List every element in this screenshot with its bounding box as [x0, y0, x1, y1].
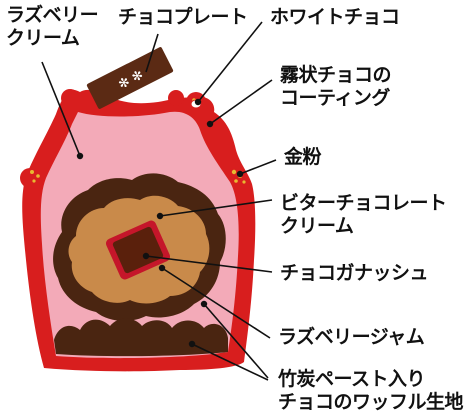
leader-gold-powder	[239, 159, 277, 175]
label-mist-coating-line2: コーティング	[280, 87, 390, 109]
leader-ganache	[145, 255, 273, 273]
label-raspberry-jam-text: ラズベリージャム	[278, 326, 425, 348]
label-gold-powder: 金粉	[284, 146, 322, 169]
label-choco-plate-text: チョコプレート	[118, 6, 248, 28]
leader-dots	[76, 98, 244, 348]
leader-choco-plate	[145, 33, 159, 73]
label-bitter-cream: ビターチョコレート クリーム	[280, 192, 447, 238]
leader-raspberry-cream	[41, 61, 81, 157]
choco-plate: ✻ ✻	[86, 47, 174, 109]
label-mist-coating-line1: 霧状チョコの	[280, 64, 392, 86]
label-raspberry-cream-line1: ラズベリー	[6, 4, 99, 26]
label-mist-coating: 霧状チョコの コーティング	[280, 64, 392, 110]
label-charcoal-waffle-line2: チョコのワッフル生地	[278, 391, 464, 413]
label-ganache-text: チョコガナッシュ	[280, 262, 429, 284]
ganache-core	[112, 226, 164, 274]
leader-mist-coating	[209, 79, 273, 125]
leader-white-choco	[197, 21, 263, 103]
label-charcoal-waffle: 竹炭ペースト入り チョコのワッフル生地	[278, 368, 464, 414]
label-white-choco-text: ホワイトチョコ	[270, 6, 400, 28]
leader-charcoal-waffle-2	[191, 343, 269, 381]
leader-bitter-cream	[159, 199, 273, 217]
label-choco-plate: チョコプレート	[118, 6, 248, 29]
leader-raspberry-jam	[161, 267, 271, 339]
label-charcoal-waffle-line1: 竹炭ペースト入り	[278, 368, 426, 390]
label-bitter-cream-line2: クリーム	[280, 215, 354, 237]
waffle-bottom	[54, 318, 228, 357]
label-bitter-cream-line1: ビターチョコレート	[280, 192, 447, 214]
label-ganache: チョコガナッシュ	[280, 262, 429, 285]
label-white-choco: ホワイトチョコ	[270, 6, 400, 29]
label-raspberry-cream-line2: クリーム	[6, 27, 80, 49]
label-gold-powder-text: 金粉	[284, 146, 322, 168]
label-raspberry-cream: ラズベリー クリーム	[6, 4, 99, 50]
label-raspberry-jam: ラズベリージャム	[278, 326, 425, 349]
leader-charcoal-waffle-1	[203, 303, 269, 379]
leader-lines	[41, 21, 277, 381]
